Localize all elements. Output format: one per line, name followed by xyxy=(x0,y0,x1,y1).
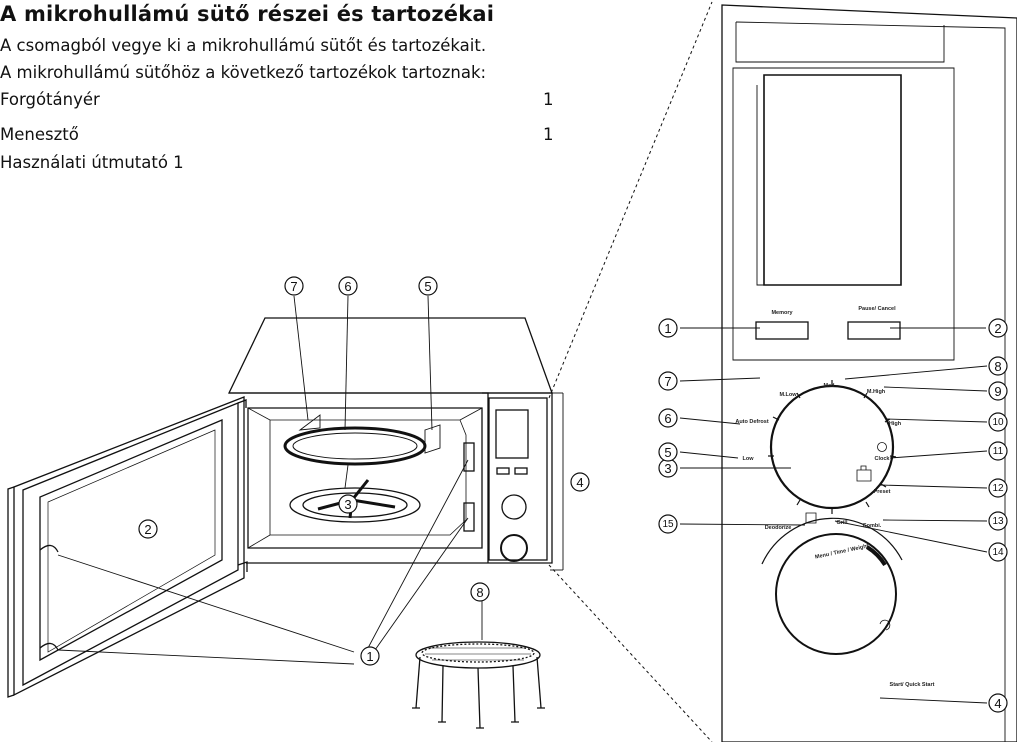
panel-callout-circle-2 xyxy=(988,318,1008,338)
oven-callout-number-4: 4 xyxy=(576,475,583,490)
oven-callout-number-5: 5 xyxy=(424,279,431,294)
menu-dial-label: Menu / Time / Weight xyxy=(815,543,870,560)
oven-callout-circle-6 xyxy=(338,276,358,296)
m-high-label: M.High xyxy=(867,389,886,395)
accessory-name-coupler: Menesztő xyxy=(0,125,79,144)
panel-callout-number-4: 4 xyxy=(994,696,1001,711)
deodorize-label: Deodorize xyxy=(765,525,792,531)
panel-callout-number-13: 13 xyxy=(992,516,1004,527)
memory-label: Memory xyxy=(771,310,793,316)
panel-callout-number-5: 5 xyxy=(664,445,671,460)
auto-defrost-label: Auto Defrost xyxy=(735,419,768,425)
low-label: Low xyxy=(743,456,755,462)
oven-callout-number-6: 6 xyxy=(344,279,351,294)
oven-callout-circle-2 xyxy=(138,519,158,539)
oven-callout-circle-8 xyxy=(470,582,490,602)
intro-line-2: A mikrohullámú sütőhöz a következő tarto… xyxy=(0,63,487,82)
panel-callout-circle-5 xyxy=(658,442,678,462)
panel-callout-circle-8 xyxy=(988,356,1008,376)
panel-callout-circle-11 xyxy=(988,441,1008,461)
panel-callout-circle-6 xyxy=(658,408,678,428)
panel-callout-circle-10 xyxy=(988,412,1008,432)
oven-callout-circle-5 xyxy=(418,276,438,296)
med-label: Med xyxy=(824,383,835,389)
panel-callout-circle-7 xyxy=(658,371,678,391)
grill-label: Grill xyxy=(836,520,847,526)
panel-labels: Memory Pause/ Cancel M.Low Med M.High Hi… xyxy=(735,306,934,688)
combi-label: Combi. xyxy=(863,523,882,529)
high-label: High xyxy=(889,421,902,427)
oven-callout-number-2: 2 xyxy=(144,522,151,537)
panel-callout-circle-12 xyxy=(988,478,1008,498)
intro-line-1: A csomagból vegye ki a mikrohullámú sütő… xyxy=(0,36,487,55)
panel-callout-number-14: 14 xyxy=(992,547,1004,558)
accessory-name-manual: Használati útmutató 1 xyxy=(0,153,184,172)
page-title: A mikrohullámú sütő részei és tartozékai xyxy=(0,2,495,26)
start-label: Start/ Quick Start xyxy=(890,682,935,688)
oven-callout-number-7: 7 xyxy=(290,279,297,294)
oven-callout-circle-7 xyxy=(284,276,304,296)
accessory-qty-turntable: 1 xyxy=(543,90,554,109)
m-low-label: M.Low xyxy=(779,392,797,398)
power-dial-ticks xyxy=(768,380,897,514)
pause-cancel-label: Pause/ Cancel xyxy=(858,306,896,312)
oven-drawing xyxy=(7,317,553,729)
oven-callout-circle-3 xyxy=(338,494,358,514)
panel-callout-number-3: 3 xyxy=(664,461,671,476)
panel-callout-circle-1 xyxy=(658,318,678,338)
panel-callout-number-6: 6 xyxy=(664,411,671,426)
accessory-qty-coupler: 1 xyxy=(543,125,554,144)
panel-callout-number-15: 15 xyxy=(662,519,674,530)
panel-callout-circle-13 xyxy=(988,511,1008,531)
panel-callout-number-11: 11 xyxy=(993,446,1004,457)
oven-callout-number-8: 8 xyxy=(476,585,483,600)
panel-callout-circle-9 xyxy=(988,381,1008,401)
panel-callout-circle-4 xyxy=(988,693,1008,713)
panel-callout-number-1: 1 xyxy=(664,321,671,336)
zoom-lines xyxy=(548,1,713,742)
panel-callout-number-8: 8 xyxy=(994,359,1001,374)
preset-label: Preset xyxy=(874,489,891,495)
panel-callout-number-2: 2 xyxy=(994,321,1001,336)
control-panel-enlarged xyxy=(721,4,1017,742)
oven-callout-number-3: 3 xyxy=(344,497,351,512)
panel-callout-circle-14 xyxy=(988,542,1008,562)
panel-callout-number-12: 12 xyxy=(992,483,1004,494)
oven-leader-lines xyxy=(57,295,564,665)
oven-callout-number-1: 1 xyxy=(366,649,373,664)
panel-callout-circle-15 xyxy=(658,514,678,534)
accessory-name-turntable: Forgótányér xyxy=(0,90,100,109)
clock-label: Clock xyxy=(875,456,891,462)
panel-callout-number-9: 9 xyxy=(994,384,1001,399)
panel-callout-number-7: 7 xyxy=(664,374,671,389)
panel-leader-lines xyxy=(679,327,988,704)
oven-callout-circle-1 xyxy=(360,646,380,666)
panel-callout-number-10: 10 xyxy=(992,417,1004,428)
oven-callout-circle-4 xyxy=(570,472,590,492)
